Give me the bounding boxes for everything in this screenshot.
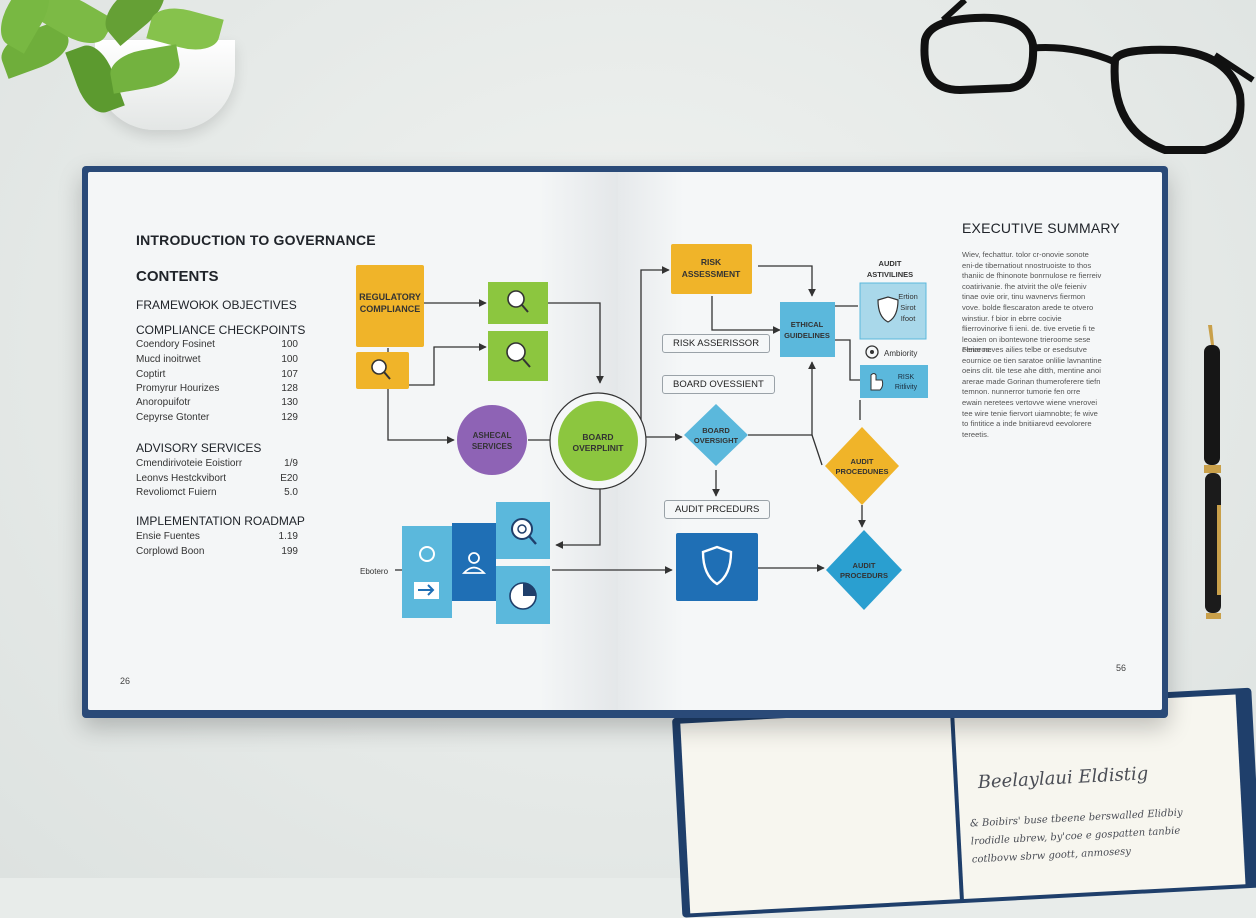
audit-procedures-tag: AUDIT PRCEDURS (664, 500, 771, 519)
connector (548, 302, 604, 384)
contents-heading: CONTENTS (136, 268, 219, 285)
toc-entry: Corplowd Boon (136, 546, 205, 557)
toc-page-number: 128 (281, 383, 298, 394)
toc-page-number: 100 (281, 339, 298, 350)
flow-connectors (387, 265, 866, 574)
shield-icon (701, 545, 733, 586)
eyeglasses (920, 0, 1255, 154)
toc-compliance-heading: COMPLIANCE CHECKPOINTS (136, 323, 306, 337)
pie-chart-icon (509, 582, 537, 610)
ethical-guidelines-box (780, 302, 835, 357)
toc-page-number: 107 (281, 369, 298, 380)
audit-procedures-diamond-yellow (825, 427, 899, 505)
right-page-number: 56 (1116, 663, 1127, 673)
board-oversight-node (558, 401, 638, 481)
search-icon (506, 342, 531, 368)
page-title: INTRODUCTION TO GOVERNANCE (136, 232, 376, 248)
toc-entry: Leonvs Hestckvibort (136, 473, 227, 484)
toc-framework-objectives: FRAMEWOЮK OBJECTIVES (136, 298, 297, 312)
executive-summary-paragraph: Wiev, fechattur. tolor cr-onovie sonote … (962, 250, 1102, 355)
connector (748, 361, 816, 436)
toc-advisory-heading: ADVISORY SERVICES (136, 441, 262, 455)
tile-blue-tall (402, 526, 452, 618)
advisory-services-node (457, 405, 527, 475)
connector (640, 266, 670, 437)
risk-card (860, 365, 928, 398)
connector (758, 265, 816, 297)
toc-page-number: 129 (281, 412, 298, 423)
executive-summary-heading: EXECUTIVE SUMMARY (962, 220, 1120, 236)
ebotero-label: Ebotero (360, 567, 389, 576)
gear-icon (419, 546, 435, 562)
audit-procedures-diamond-blue (826, 530, 902, 610)
search-icon (511, 518, 537, 545)
toc-entry: Coptirt (136, 369, 166, 380)
connector (835, 339, 860, 381)
connector (811, 434, 823, 466)
toc-entry: Revoliomct Fuiern (136, 487, 217, 498)
toc-roadmap-heading: IMPLEMENTATION ROADMAP (136, 514, 305, 528)
toc-page-number: 100 (281, 354, 298, 365)
toc-page-number: 1.19 (278, 531, 298, 542)
executive-summary-paragraph: Fleire neves ailies telbe or esedsutve e… (962, 345, 1102, 439)
toc-entry: Cepyrse Gtonter (136, 412, 210, 423)
fountain-pen (1204, 325, 1221, 619)
arrow-right-icon (414, 582, 439, 599)
toc-page-number: E20 (280, 473, 298, 484)
connector (711, 296, 781, 334)
risk-assessment-box (671, 244, 752, 294)
toc-entry: Coendory Fosinet (136, 339, 215, 350)
connector (555, 470, 601, 549)
toc-page-number: 5.0 (284, 487, 298, 498)
toc-entry: Anoropuifotr (136, 397, 191, 408)
board-oversight-diamond (684, 404, 748, 466)
toc-entry: Cmendirivoteie Eoistiorr (136, 458, 243, 469)
connector (409, 343, 487, 386)
regulatory-compliance-box (356, 265, 424, 347)
gear-icon (865, 345, 879, 359)
toc-page-number: 130 (281, 397, 298, 408)
search-icon (371, 359, 391, 380)
shield-icon (877, 296, 899, 323)
toc-entry: Ensie Fuentes (136, 531, 200, 542)
risk-assessor-tag: RISK ASSERISSOR (662, 334, 771, 353)
toc-entry: Promyrur Hourizes (136, 383, 220, 394)
ambiority-label: Ambiority (884, 349, 917, 358)
left-page-number: 26 (120, 676, 131, 686)
user-icon (461, 552, 487, 574)
board-oversight-tag: BOARD OVESSIENT (662, 375, 775, 394)
toc-page-number: 199 (281, 546, 298, 557)
toc-entry: Mucd inoitrwet (136, 354, 201, 365)
toc-page-number: 1/9 (284, 458, 298, 469)
search-icon (507, 290, 529, 313)
tile-blue-dark (452, 523, 496, 601)
hand-pointer-icon (870, 373, 884, 391)
